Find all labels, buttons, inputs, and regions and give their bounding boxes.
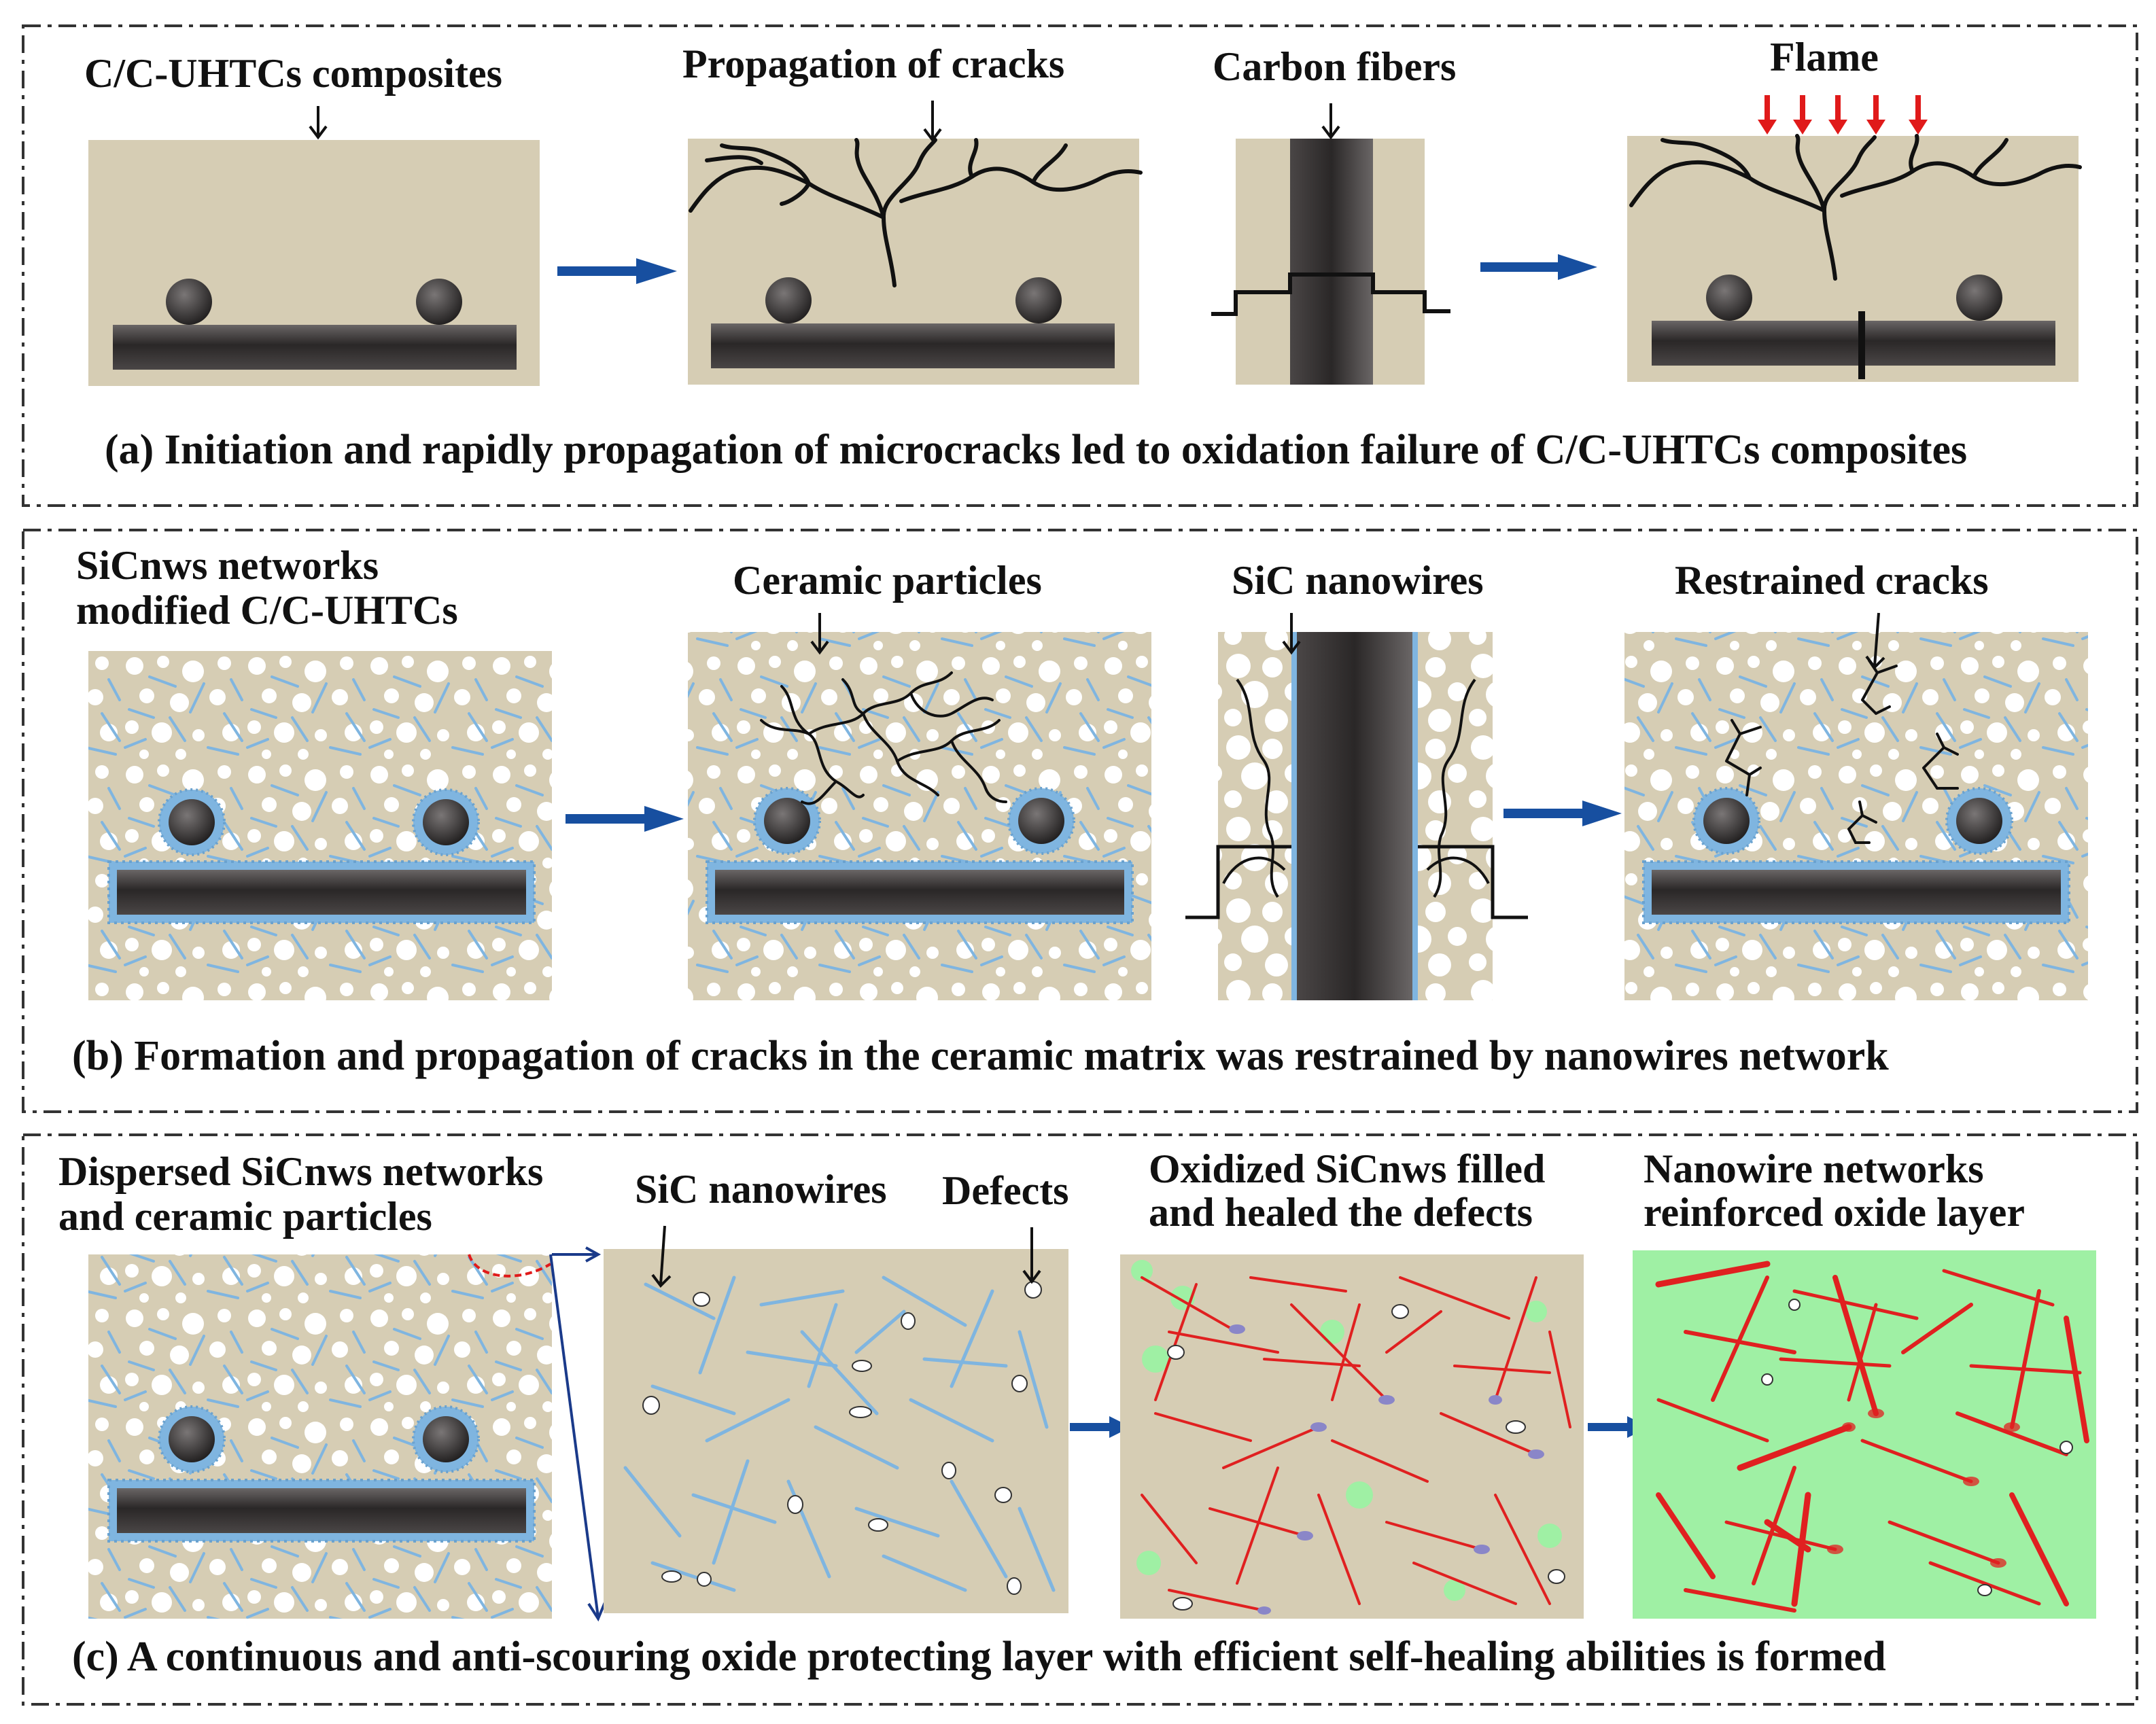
flow-arrow: [557, 258, 677, 284]
defect-voids: [1167, 1304, 1565, 1611]
label-particles: Ceramic particles: [733, 558, 1042, 603]
ceramic-ball: [423, 799, 469, 845]
ceramic-ball: [1956, 275, 2002, 321]
label-oxidized-line1: Oxidized SiCnws filled: [1149, 1146, 1545, 1191]
panel-a-caption: (a) Initiation and rapidly propagation o…: [105, 427, 1967, 473]
ceramic-ball: [169, 799, 215, 845]
zoom-region: [468, 1254, 552, 1278]
label-restrained: Restrained cracks: [1675, 558, 1989, 603]
a3-fiber-detail: [1211, 139, 1450, 385]
small-cracks: [1725, 659, 1959, 844]
defect-voids: [642, 1281, 1042, 1595]
pointer-arrow: [1282, 613, 1301, 655]
crack-profile: [1211, 272, 1450, 316]
b1-network-block: [88, 651, 552, 1000]
b4-restrained-block: [1624, 632, 2088, 1000]
flow-arrow: [1480, 254, 1597, 280]
ceramic-ball: [166, 279, 212, 325]
label-cracks: Propagation of cracks: [682, 41, 1064, 86]
panel-c: Dispersed SiCnws networks and ceramic pa…: [58, 1146, 2096, 1680]
carbon-fiber: [711, 323, 1115, 368]
c3-oxidized-field: [1120, 1254, 1584, 1619]
label-composites: C/C-UHTCs composites: [84, 51, 502, 96]
label-c-nanowires: SiC nanowires: [635, 1167, 887, 1212]
ceramic-ball: [416, 279, 462, 325]
carbon-fiber: [117, 870, 526, 915]
flow-arrow: [566, 806, 684, 832]
label-dispersed-line2: and ceramic particles: [58, 1194, 432, 1239]
crack-network: [689, 138, 1143, 287]
defect-voids: [1761, 1299, 2073, 1596]
flame-arrow-icon: [1909, 95, 1928, 135]
flame-arrows: [1758, 95, 1928, 135]
reinforcing-wires: [1655, 1261, 2089, 1613]
pointer-arrow: [810, 613, 829, 655]
carbon-fiber: [1652, 870, 2061, 915]
label-defects: Defects: [942, 1168, 1069, 1213]
pointer-arrow: [923, 101, 942, 143]
panel-c-caption: (c) A continuous and anti-scouring oxide…: [72, 1634, 1886, 1680]
ceramic-ball: [1015, 277, 1062, 323]
a2-cracked-block: [688, 138, 1143, 385]
panel-a-frame: [22, 24, 2138, 507]
panel-frames: [22, 24, 2138, 1706]
crack-network: [1629, 134, 2082, 281]
label-dispersed-line1: Dispersed SiCnws networks: [58, 1149, 543, 1194]
label-networks-line2: modified C/C-UHTCs: [76, 588, 458, 633]
c2-nanowire-field: [604, 1249, 1068, 1613]
carbon-fiber: [1652, 321, 2055, 366]
ceramic-ball: [765, 277, 812, 323]
crack-network: [760, 671, 1007, 805]
flame-arrow-icon: [1828, 95, 1847, 135]
crack-profile: [1185, 845, 1528, 919]
flow-arrow: [1503, 801, 1622, 826]
a1-composite-block: [88, 140, 540, 386]
ceramic-ball: [1703, 798, 1750, 844]
pointer-arrow: [651, 1225, 672, 1288]
panel-b: SiCnws networks modified C/C-UHTCs: [72, 543, 2088, 1079]
label-nanowires: SiC nanowires: [1232, 558, 1484, 603]
carbon-fiber: [113, 325, 517, 370]
flame-arrow-icon: [1793, 95, 1812, 135]
pointer-arrow: [1022, 1227, 1041, 1284]
a4-flame-block: [1627, 134, 2082, 382]
label-reinforced-line1: Nanowire networks: [1644, 1146, 1984, 1191]
carbon-fiber: [715, 870, 1124, 915]
ceramic-ball: [169, 1416, 215, 1462]
pointer-arrow: [1865, 612, 1885, 670]
b3-nanowire-detail: [1185, 632, 1528, 1000]
panel-c-frame: [22, 1133, 2138, 1706]
label-networks-line1: SiCnws networks: [76, 543, 379, 588]
oxidized-particles: [1827, 1409, 2020, 1568]
panel-a: C/C-UHTCs composites P: [84, 35, 2082, 473]
c4-oxide-layer: [1633, 1250, 2096, 1619]
flame-arrow-icon: [1866, 95, 1885, 135]
flame-arrow-icon: [1758, 95, 1777, 135]
label-fibers: Carbon fibers: [1213, 44, 1456, 89]
ceramic-ball: [1018, 798, 1064, 844]
label-reinforced-line2: reinforced oxide layer: [1644, 1190, 2025, 1235]
pointer-arrow: [1321, 103, 1340, 140]
nanowire-lines: [623, 1276, 1056, 1592]
zoom-connector: [549, 1246, 606, 1622]
carbon-fiber-vertical: [1290, 139, 1373, 385]
ceramic-ball: [1956, 798, 2002, 844]
pointer-arrow: [309, 106, 328, 140]
label-oxidized-line2: and healed the defects: [1149, 1190, 1533, 1235]
oxidized-particles: [1229, 1324, 1544, 1615]
ceramic-ball: [1706, 275, 1752, 321]
ceramic-ball: [764, 798, 810, 844]
label-flame: Flame: [1770, 35, 1879, 80]
carbon-fiber: [117, 1488, 526, 1533]
b2-particles-block: [688, 632, 1151, 1000]
carbon-fiber-vertical: [1297, 632, 1412, 1000]
restrained-crack-lines: [1222, 678, 1490, 898]
c1-dispersed-block: [88, 1254, 552, 1619]
fiber-break: [1858, 311, 1865, 379]
panel-b-caption: (b) Formation and propagation of cracks …: [72, 1033, 1889, 1079]
ceramic-ball: [423, 1416, 469, 1462]
oxidized-wires: [1141, 1276, 1571, 1612]
panel-b-frame: [22, 529, 2138, 1113]
